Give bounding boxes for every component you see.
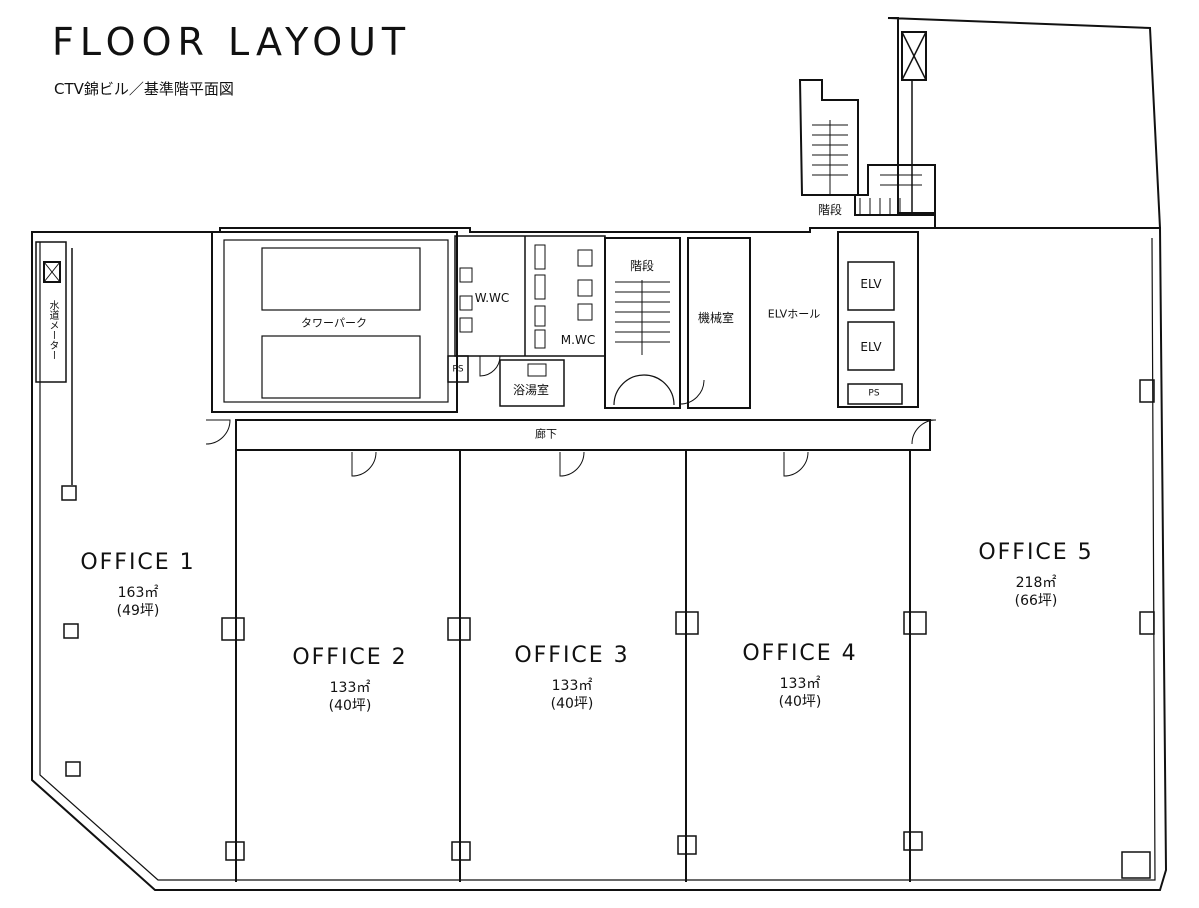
office-name: OFFICE 5 — [978, 540, 1094, 565]
page-subtitle: CTV錦ビル／基準階平面図 — [54, 80, 234, 98]
parking-slot-bottom — [261, 335, 421, 399]
office-3-label: OFFICE 3 133㎡ (40坪) — [514, 643, 630, 712]
central-stair — [604, 237, 681, 409]
building-outline — [31, 227, 1168, 891]
office-area: 133㎡ — [779, 676, 821, 692]
machine-room-label: 機械室 — [697, 311, 735, 325]
ps-shaft-right — [847, 383, 903, 405]
office-tsubo: (40坪) — [328, 698, 372, 714]
office-2-label: OFFICE 2 133㎡ (40坪) — [292, 645, 408, 714]
elevator-block — [837, 231, 919, 408]
central-stairs-label: 階段 — [629, 259, 655, 273]
office-tsubo: (66坪) — [1014, 593, 1058, 609]
office-tsubo: (40坪) — [778, 694, 822, 710]
elevator-1-label: ELV — [860, 277, 882, 291]
upper-stair-landing — [854, 164, 936, 216]
upper-stairs-label: 階段 — [817, 203, 843, 217]
office-5-label: OFFICE 5 218㎡ (66坪) — [978, 540, 1094, 609]
tower-park-room — [211, 231, 458, 413]
office-area: 163㎡ — [117, 585, 159, 601]
office-area: 133㎡ — [329, 680, 371, 696]
stair-tower-outline — [798, 79, 859, 196]
office-tsubo: (49坪) — [116, 603, 160, 619]
elevator-car-2 — [847, 321, 895, 371]
mens-wc-label: M.WC — [560, 333, 596, 347]
bathroom-room — [499, 359, 565, 407]
office-name: OFFICE 4 — [742, 641, 858, 666]
office-name: OFFICE 3 — [514, 643, 630, 668]
office-area: 218㎡ — [1015, 575, 1057, 591]
machine-room — [687, 237, 751, 409]
office-area: 133㎡ — [551, 678, 593, 694]
upper-right-block-outline — [887, 17, 1162, 229]
page-title: FLOOR LAYOUT — [52, 20, 412, 64]
office-tsubo: (40坪) — [550, 696, 594, 712]
bathroom-label: 浴湯室 — [512, 383, 550, 397]
tower-park-label: タワーパーク — [301, 316, 367, 330]
ps-right-label: PS — [868, 388, 880, 399]
elevator-2-label: ELV — [860, 340, 882, 354]
office-name: OFFICE 2 — [292, 645, 408, 670]
office-1-label: OFFICE 1 163㎡ (49坪) — [80, 550, 196, 619]
meter-label: 水道メーター — [47, 300, 58, 360]
ps-left-label: PS — [452, 364, 464, 375]
office-4-label: OFFICE 4 133㎡ (40坪) — [742, 641, 858, 710]
parking-slot-top — [261, 247, 421, 311]
ps-shaft-left — [447, 355, 469, 383]
corridor-outline — [235, 419, 931, 451]
elevator-car-1 — [847, 261, 895, 311]
shaft-box — [901, 31, 927, 81]
corridor-label: 廊下 — [535, 427, 557, 441]
office-name: OFFICE 1 — [80, 550, 196, 575]
womens-wc-label: W.WC — [474, 291, 510, 305]
meter-box — [43, 261, 61, 283]
elevator-hall-label: ELVホール — [767, 307, 821, 321]
